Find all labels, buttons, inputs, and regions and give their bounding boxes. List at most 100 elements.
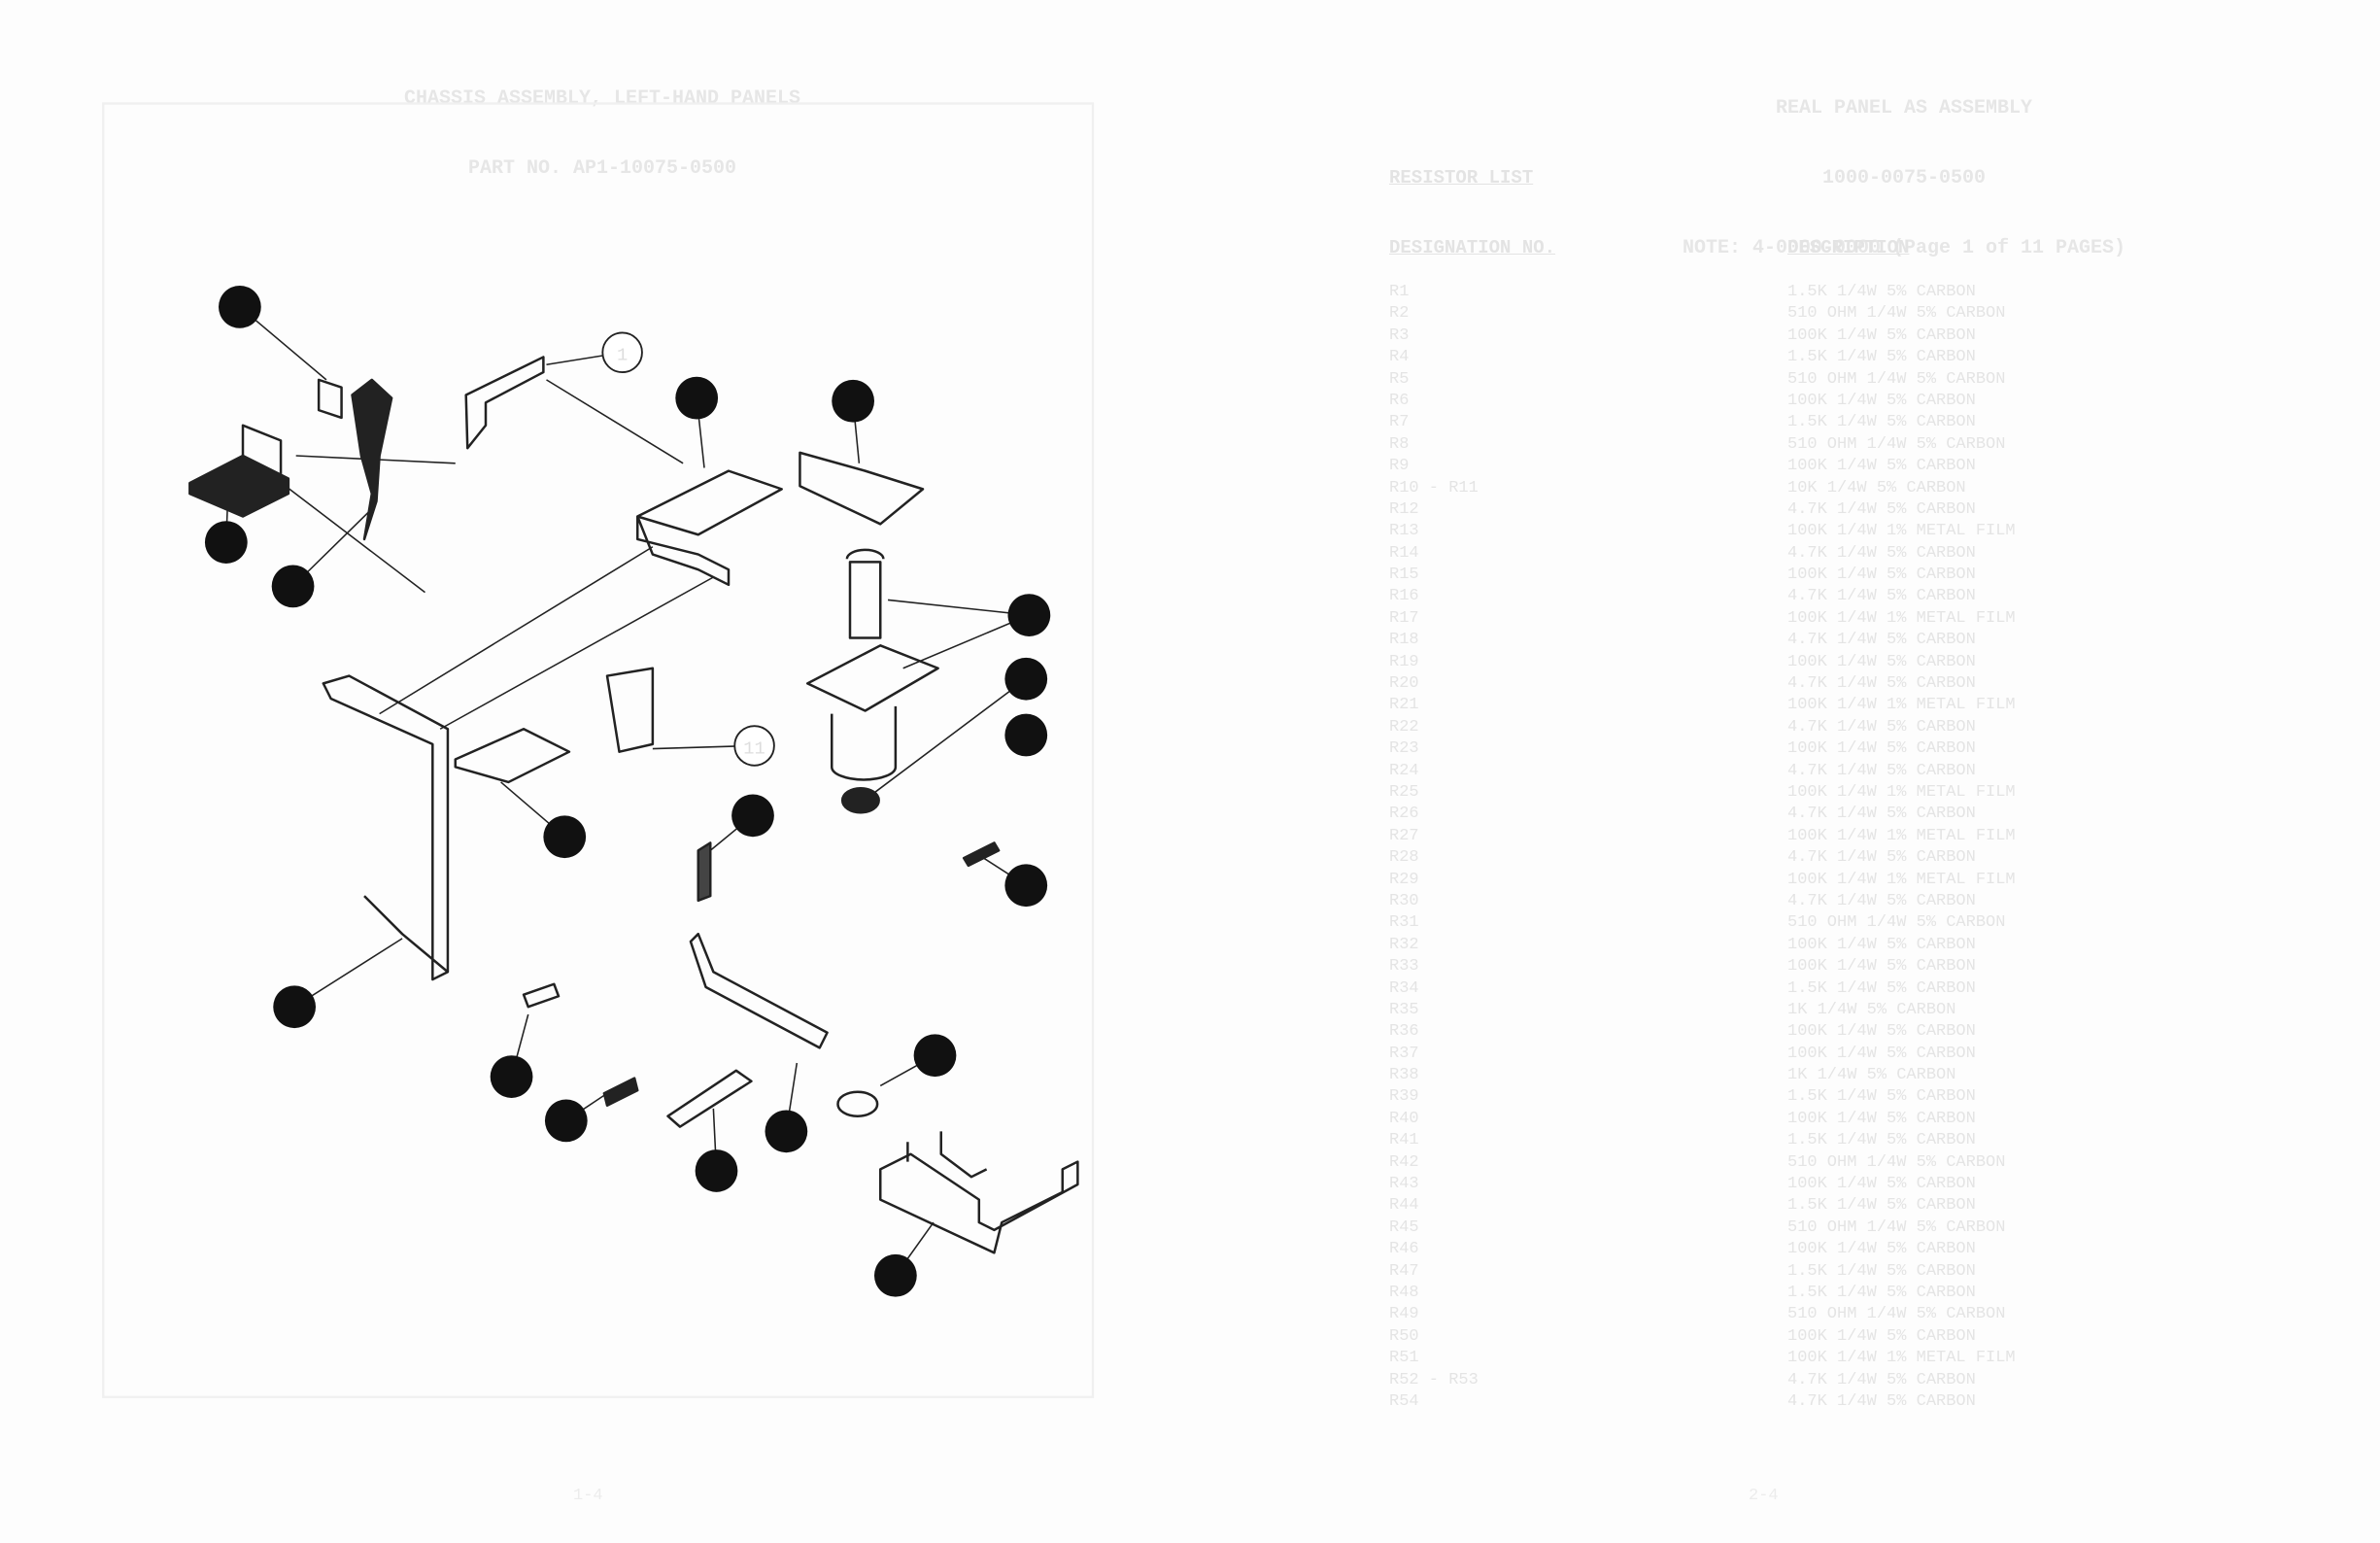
description-cell: 1.5K 1/4W 5% CARBON [1787, 978, 1976, 998]
designation-cell: R9 [1389, 457, 1410, 476]
designation-cell: R28 [1389, 848, 1419, 868]
description-cell: 1.5K 1/4W 5% CARBON [1787, 413, 1976, 432]
description-cell: 4.7K 1/4W 5% CARBON [1787, 891, 1976, 910]
designation-cell: R2 [1389, 304, 1410, 324]
description-cell: 1.5K 1/4W 5% CARBON [1787, 1261, 1976, 1281]
description-cell: 100K 1/4W 5% CARBON [1787, 1044, 1976, 1063]
designation-cell: R6 [1389, 391, 1410, 410]
designation-cell: R31 [1389, 913, 1419, 933]
description-cell: 1.5K 1/4W 5% CARBON [1787, 1087, 1976, 1107]
designation-cell: R21 [1389, 696, 1419, 715]
description-cell: 4.7K 1/4W 5% CARBON [1787, 587, 1976, 606]
description-cell: 510 OHM 1/4W 5% CARBON [1787, 1152, 2006, 1172]
callout-open-2 [733, 725, 775, 767]
designation-cell: R41 [1389, 1131, 1419, 1150]
designation-cell: R47 [1389, 1261, 1419, 1281]
description-cell: 510 OHM 1/4W 5% CARBON [1787, 369, 2006, 389]
description-cell: 4.7K 1/4W 5% CARBON [1787, 543, 1976, 563]
designation-cell: R29 [1389, 870, 1419, 889]
description-cell: 4.7K 1/4W 5% CARBON [1787, 1370, 1976, 1389]
description-cell: 100K 1/4W 5% CARBON [1787, 391, 1976, 410]
description-cell: 4.7K 1/4W 5% CARBON [1787, 848, 1976, 868]
designation-cell: R48 [1389, 1283, 1419, 1302]
callout-label: 1 [617, 345, 628, 366]
description-cell: 10K 1/4W 5% CARBON [1787, 478, 1966, 497]
description-cell: 4.7K 1/4W 5% CARBON [1787, 761, 1976, 780]
designation-cell: R39 [1389, 1087, 1419, 1107]
designation-cell: R7 [1389, 413, 1410, 432]
designation-cell: R49 [1389, 1305, 1419, 1324]
description-cell: 100K 1/4W 1% METAL FILM [1787, 870, 2016, 889]
description-cell: 100K 1/4W 1% METAL FILM [1787, 826, 2016, 845]
right-header-line: NOTE: 4-0000-0000 (Page 1 of 11 PAGES) [1682, 237, 2126, 259]
description-cell: 100K 1/4W 1% METAL FILM [1787, 608, 2016, 628]
callout-markers [204, 286, 1051, 1297]
designation-cell: R23 [1389, 739, 1419, 759]
callout-open-1 [601, 331, 643, 374]
designation-cell: R20 [1389, 674, 1419, 694]
designation-cell: R38 [1389, 1066, 1419, 1085]
description-cell: 1.5K 1/4W 5% CARBON [1787, 283, 1976, 301]
description-cell: 1.5K 1/4W 5% CARBON [1787, 1196, 1976, 1216]
drawing-frame [102, 102, 1095, 1398]
description-cell: 100K 1/4W 1% METAL FILM [1787, 696, 2016, 715]
bracket-part [188, 454, 290, 518]
description-cell: 100K 1/4W 5% CARBON [1787, 1326, 1976, 1346]
designation-cell: R15 [1389, 566, 1419, 585]
designation-cell: R42 [1389, 1152, 1419, 1172]
description-cell: 1.5K 1/4W 5% CARBON [1787, 1283, 1976, 1302]
description-cell: 4.7K 1/4W 5% CARBON [1787, 717, 1976, 737]
designation-cell: R12 [1389, 499, 1419, 519]
description-cell: 4.7K 1/4W 5% CARBON [1787, 805, 1976, 824]
designation-cell: R37 [1389, 1044, 1419, 1063]
callout-label: 11 [743, 737, 765, 759]
designation-cell: R30 [1389, 891, 1419, 910]
right-page-number: 2-4 [1749, 1487, 1779, 1505]
right-header-line: 1000-0075-0500 [1821, 167, 1987, 189]
description-cell: 1.5K 1/4W 5% CARBON [1787, 1131, 1976, 1150]
designation-cell: R36 [1389, 1022, 1419, 1042]
column-header-designation: DESIGNATION NO. [1389, 237, 1556, 258]
description-cell: 100K 1/4W 5% CARBON [1787, 566, 1976, 585]
description-cell: 100K 1/4W 1% METAL FILM [1787, 782, 2016, 802]
description-cell: 4.7K 1/4W 5% CARBON [1787, 674, 1976, 694]
designation-cell: R27 [1389, 826, 1419, 845]
designation-cell: R54 [1389, 1391, 1419, 1411]
description-cell: 100K 1/4W 5% CARBON [1787, 1240, 1976, 1259]
description-cell: 4.7K 1/4W 5% CARBON [1787, 631, 1976, 650]
designation-cell: R34 [1389, 978, 1419, 998]
column-header-description: DESCRIPTION [1787, 237, 1910, 258]
designation-cell: R4 [1389, 348, 1410, 367]
description-cell: 510 OHM 1/4W 5% CARBON [1787, 1305, 2006, 1324]
description-cell: 4.7K 1/4W 5% CARBON [1787, 499, 1976, 519]
designation-cell: R1 [1389, 283, 1410, 301]
designation-cell: R44 [1389, 1196, 1419, 1216]
description-cell: 510 OHM 1/4W 5% CARBON [1787, 1217, 2006, 1237]
latch-part [351, 378, 393, 541]
description-cell: 100K 1/4W 5% CARBON [1787, 457, 1976, 476]
description-cell: 1.5K 1/4W 5% CARBON [1787, 348, 1976, 367]
designation-cell: R35 [1389, 1000, 1419, 1019]
designation-cell: R26 [1389, 805, 1419, 824]
designation-cell: R8 [1389, 434, 1410, 454]
designation-cell: R10 - R11 [1389, 478, 1479, 497]
description-cell: 100K 1/4W 5% CARBON [1787, 1109, 1976, 1128]
designation-cell: R52 - R53 [1389, 1370, 1479, 1389]
description-cell: 100K 1/4W 5% CARBON [1787, 957, 1976, 977]
designation-cell: R3 [1389, 326, 1410, 345]
designation-cell: R46 [1389, 1240, 1419, 1259]
designation-cell: R5 [1389, 369, 1410, 389]
description-cell: 510 OHM 1/4W 5% CARBON [1787, 913, 2006, 933]
description-cell: 1K 1/4W 5% CARBON [1787, 1066, 1956, 1085]
description-cell: 100K 1/4W 5% CARBON [1787, 326, 1976, 345]
designation-cell: R19 [1389, 652, 1419, 671]
left-header-line: PART NO. AP1-10075-0500 [467, 157, 737, 180]
designation-cell: R50 [1389, 1326, 1419, 1346]
designation-cell: R32 [1389, 935, 1419, 954]
designation-cell: R16 [1389, 587, 1419, 606]
designation-cell: R13 [1389, 522, 1419, 541]
description-cell: 100K 1/4W 5% CARBON [1787, 1175, 1976, 1194]
description-cell: 1K 1/4W 5% CARBON [1787, 1000, 1956, 1019]
